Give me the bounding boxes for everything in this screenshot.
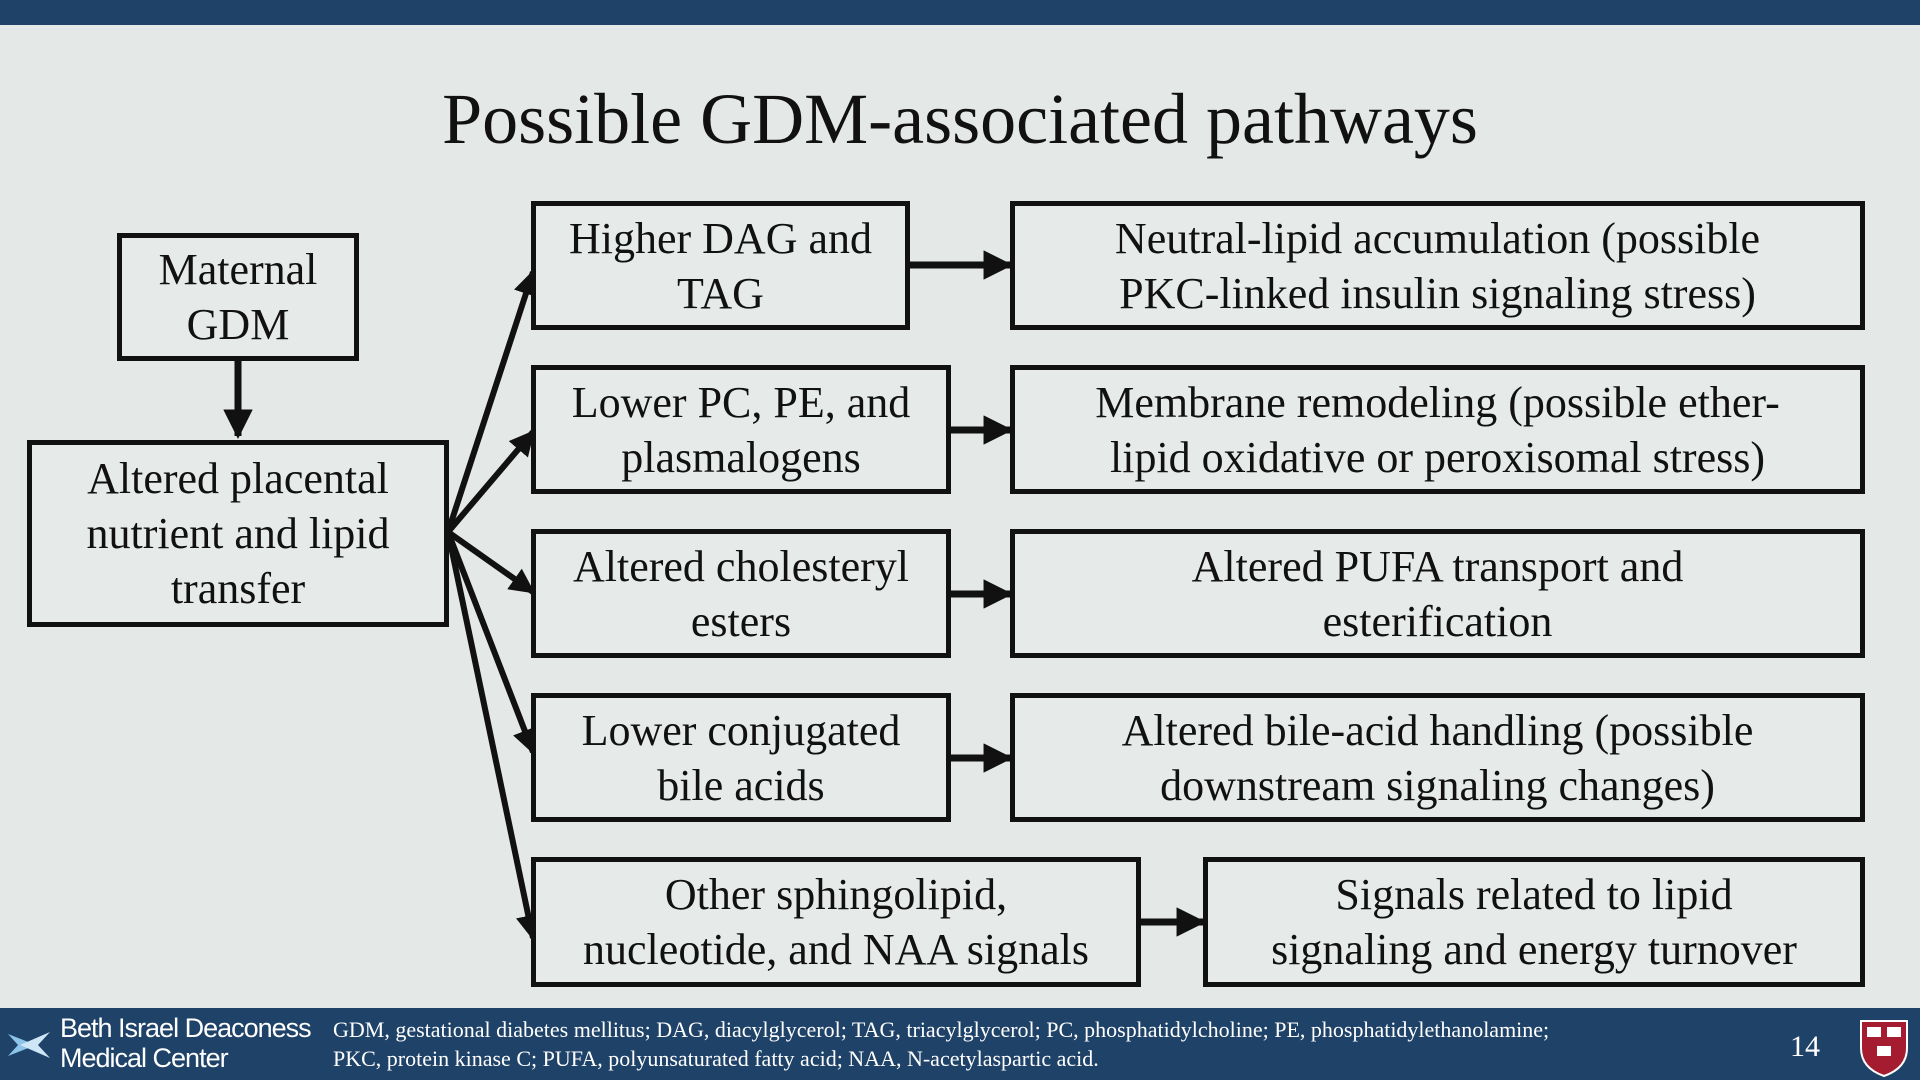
arrow-hub-to-change-4 [445,530,537,755]
abbreviations-footnote: GDM, gestational diabetes mellitus; DAG,… [333,1016,1773,1073]
box-placental-transfer: Altered placental nutrient and lipid tra… [27,440,449,627]
top-bar [0,0,1920,25]
box-change-bile-acids: Lower conjugated bile acids [531,693,951,822]
slide-title: Possible GDM-associated pathways [442,79,1478,159]
org-name: Beth Israel Deaconess Medical Center [60,1013,312,1073]
box-effect-pufa: Altered PUFA transport and esterificatio… [1010,529,1865,658]
bidmc-bird-logo-icon [8,1032,50,1058]
page-number: 14 [1790,1030,1820,1063]
footnote-line-2: PKC, protein kinase C; PUFA, polyunsatur… [333,1045,1099,1071]
box-effect-energy-turnover: Signals related to lipid signaling and e… [1203,857,1865,987]
harvard-shield-icon [1860,1020,1908,1078]
box-effect-neutral-lipid: Neutral-lipid accumulation (possible PKC… [1010,201,1865,330]
box-effect-membrane: Membrane remodeling (possible ether- lip… [1010,365,1865,494]
box-change-cholesteryl: Altered cholesteryl esters [531,529,951,658]
arrow-hub-to-change-1 [445,269,538,533]
arrow-hub-to-change-2 [445,430,536,534]
box-effect-bile-handling: Altered bile-acid handling (possible dow… [1010,693,1865,822]
arrow-hub-to-change-3 [446,529,536,595]
org-name-line-2: Medical Center [60,1042,229,1073]
box-change-dag-tag: Higher DAG and TAG [531,201,910,330]
footnote-line-1: GDM, gestational diabetes mellitus; DAG,… [333,1017,1550,1042]
arrow-hub-to-change-5 [445,531,541,941]
box-change-sphingolipid: Other sphingolipid, nucleotide, and NAA … [531,857,1141,987]
box-change-pc-pe: Lower PC, PE, and plasmalogens [531,365,951,494]
footer-bar: Beth Israel Deaconess Medical Center GDM… [0,1008,1920,1080]
org-name-line-1: Beth Israel Deaconess [60,1013,312,1043]
box-maternal-gdm: Maternal GDM [117,233,359,361]
